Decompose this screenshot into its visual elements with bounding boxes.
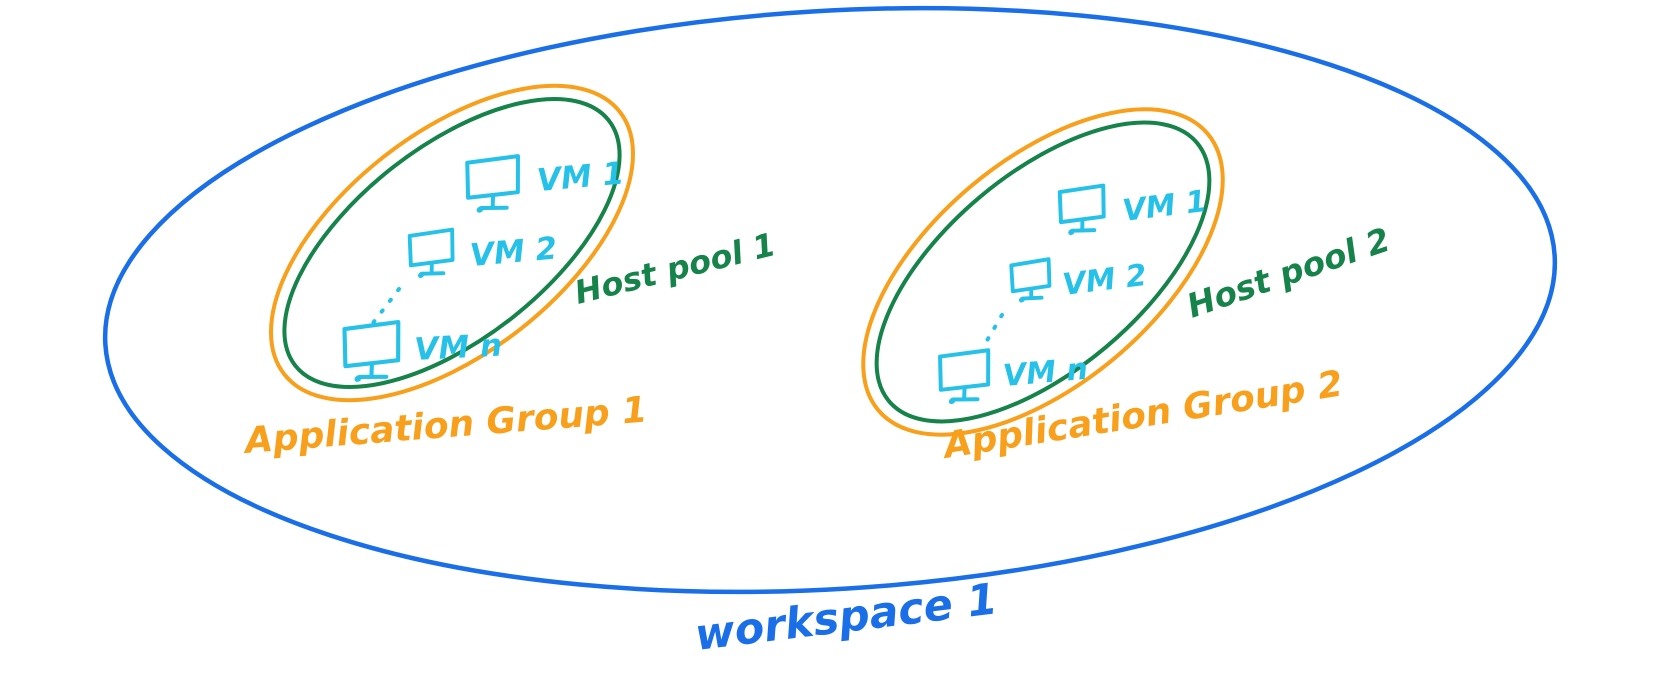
vm-label: VM 2 [1061,258,1149,303]
host-pool-label: Host pool 2 [1182,220,1395,326]
vm-label: VM n [414,327,503,368]
monitor-icon [1057,183,1106,236]
host-pool-boundary [874,120,1212,424]
application-group-2: VM 1 VM 2 VM n Host pool 2 Application G… [861,107,1395,467]
workspace-boundary [102,5,1558,595]
application-group-boundary [861,107,1225,437]
host-pool-boundary [282,97,622,389]
monitor-icon [342,319,401,382]
monitor-icon [1009,257,1052,303]
application-group-1: VM 1 VM 2 VM n Host pool 1 Application G… [240,83,779,462]
vm-label: VM 1 [536,156,626,199]
monitor-icon [407,227,455,278]
monitor-icon [938,348,991,405]
ellipsis-dots [980,313,1004,351]
vm-label: VM 1 [1121,184,1209,229]
application-group-boundary [269,83,635,403]
application-group-label: Application Group 2 [938,363,1346,467]
vm-label: VM n [1002,352,1090,394]
application-group-label: Application Group 1 [240,389,648,462]
vm-label: VM 2 [469,231,559,274]
ellipsis-dots [371,287,401,325]
monitor-icon [465,154,520,213]
